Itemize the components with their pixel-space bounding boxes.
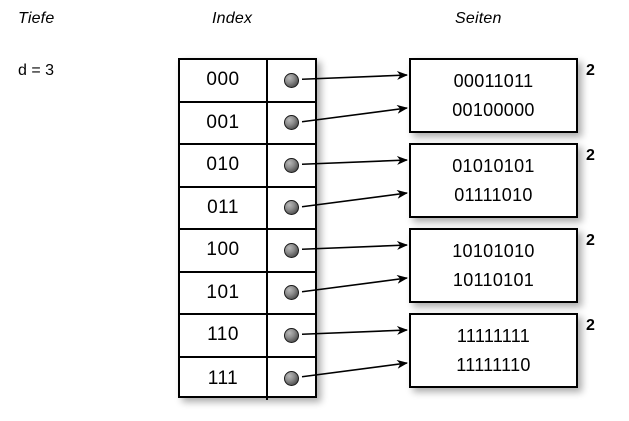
index-row[interactable]: 100 — [180, 230, 315, 273]
index-row[interactable]: 001 — [180, 102, 315, 145]
pointer-arrow — [301, 189, 408, 208]
index-key-label: 011 — [180, 187, 268, 228]
pointer-dot-icon — [284, 157, 299, 173]
pointer-arrow — [301, 155, 408, 166]
index-pointer-cell[interactable] — [268, 315, 315, 356]
index-row[interactable]: 011 — [180, 187, 315, 230]
page-local-depth: 2 — [586, 147, 595, 164]
pointer-arrow — [301, 104, 408, 123]
page-entry: 10101010 — [452, 240, 535, 261]
index-key-label: 010 — [180, 145, 268, 186]
pointer-dot-icon — [284, 285, 299, 301]
index-row[interactable]: 110 — [180, 315, 315, 358]
index-pointer-cell[interactable] — [268, 145, 315, 186]
pointer-arrow — [301, 325, 408, 336]
pointer-dot-icon — [284, 371, 299, 387]
page-box[interactable]: 01010101 01111010 — [409, 143, 578, 218]
pointer-dot-icon — [284, 72, 299, 88]
page-entry: 11111110 — [456, 354, 531, 375]
pointer-arrow — [301, 70, 408, 81]
index-pointer-cell[interactable] — [268, 230, 315, 271]
pointer-dot-icon — [284, 200, 299, 216]
column-heading-pages: Seiten — [455, 10, 502, 27]
index-pointer-cell[interactable] — [268, 60, 315, 101]
page-local-depth: 2 — [586, 62, 595, 79]
pointer-arrow — [301, 359, 408, 378]
page-box[interactable]: 10101010 10110101 — [409, 228, 578, 303]
page-box[interactable]: 00011011 00100000 — [409, 58, 578, 133]
index-pointer-cell[interactable] — [268, 103, 315, 144]
pointer-arrow — [301, 240, 408, 251]
index-key-label: 111 — [180, 357, 268, 400]
column-heading-depth: Tiefe — [18, 10, 55, 27]
page-entry: 01111010 — [454, 184, 533, 205]
pointer-arrow — [301, 274, 408, 293]
index-pointer-cell[interactable] — [268, 273, 315, 314]
index-row[interactable]: 000 — [180, 60, 315, 103]
page-local-depth: 2 — [586, 232, 595, 249]
index-pointer-cell[interactable] — [268, 188, 315, 229]
index-pointer-cell[interactable] — [268, 358, 315, 401]
index-key-label: 110 — [180, 315, 268, 356]
page-entry: 11111111 — [456, 325, 531, 346]
page-entry: 00100000 — [452, 99, 535, 120]
page-entry: 10110101 — [452, 269, 535, 290]
pointer-dot-icon — [284, 115, 299, 131]
index-key-label: 000 — [180, 60, 268, 101]
index-key-label: 001 — [180, 102, 268, 143]
page-entry: 00011011 — [453, 70, 534, 91]
global-depth-label: d = 3 — [18, 62, 55, 79]
page-local-depth: 2 — [586, 317, 595, 334]
index-row[interactable]: 111 — [180, 357, 315, 401]
pointer-dot-icon — [284, 242, 299, 258]
index-row[interactable]: 101 — [180, 272, 315, 315]
page-box[interactable]: 11111111 11111110 — [409, 313, 578, 388]
index-key-label: 100 — [180, 230, 268, 271]
column-heading-index: Index — [212, 10, 253, 27]
index-row[interactable]: 010 — [180, 145, 315, 188]
pointer-dot-icon — [284, 327, 299, 343]
page-entry: 01010101 — [452, 155, 535, 176]
index-key-label: 101 — [180, 272, 268, 313]
